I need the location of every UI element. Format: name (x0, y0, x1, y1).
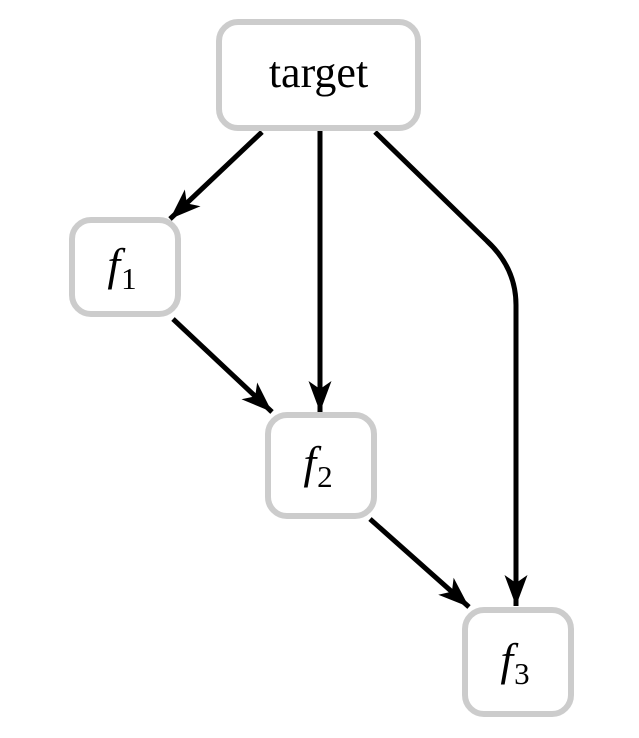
node-f1[interactable]: f1 (69, 217, 181, 317)
node-box-f2[interactable] (265, 412, 377, 519)
node-box-f1[interactable] (69, 217, 181, 317)
arrowhead-f1-to-f2 (241, 382, 272, 412)
edge-f2-to-f3 (368, 517, 471, 609)
nodes-layer: target f1 f2 f3 (69, 19, 574, 717)
edge-target-to-f3 (373, 130, 528, 606)
arrowhead-target-to-f1 (170, 189, 201, 219)
node-label-target: target (269, 48, 368, 97)
edge-line-target-to-f3 (373, 130, 519, 606)
node-box-f3[interactable] (462, 607, 574, 717)
node-label-subscript-f1: 1 (121, 261, 137, 296)
node-f2[interactable]: f2 (265, 412, 377, 519)
node-box-target[interactable] (216, 19, 421, 131)
edge-target-to-f1 (168, 130, 264, 221)
node-label-subscript-f3: 3 (514, 656, 530, 691)
arrowhead-target-to-f3 (504, 575, 528, 606)
edge-target-to-f2 (308, 131, 332, 412)
edges-layer (168, 130, 528, 609)
arrowhead-target-to-f2 (308, 381, 332, 412)
node-f3[interactable]: f3 (462, 607, 574, 717)
arrowhead-f2-to-f3 (438, 577, 469, 607)
edge-f1-to-f2 (171, 317, 274, 414)
node-label-subscript-f2: 2 (317, 459, 333, 494)
node-target[interactable]: target (216, 19, 421, 131)
